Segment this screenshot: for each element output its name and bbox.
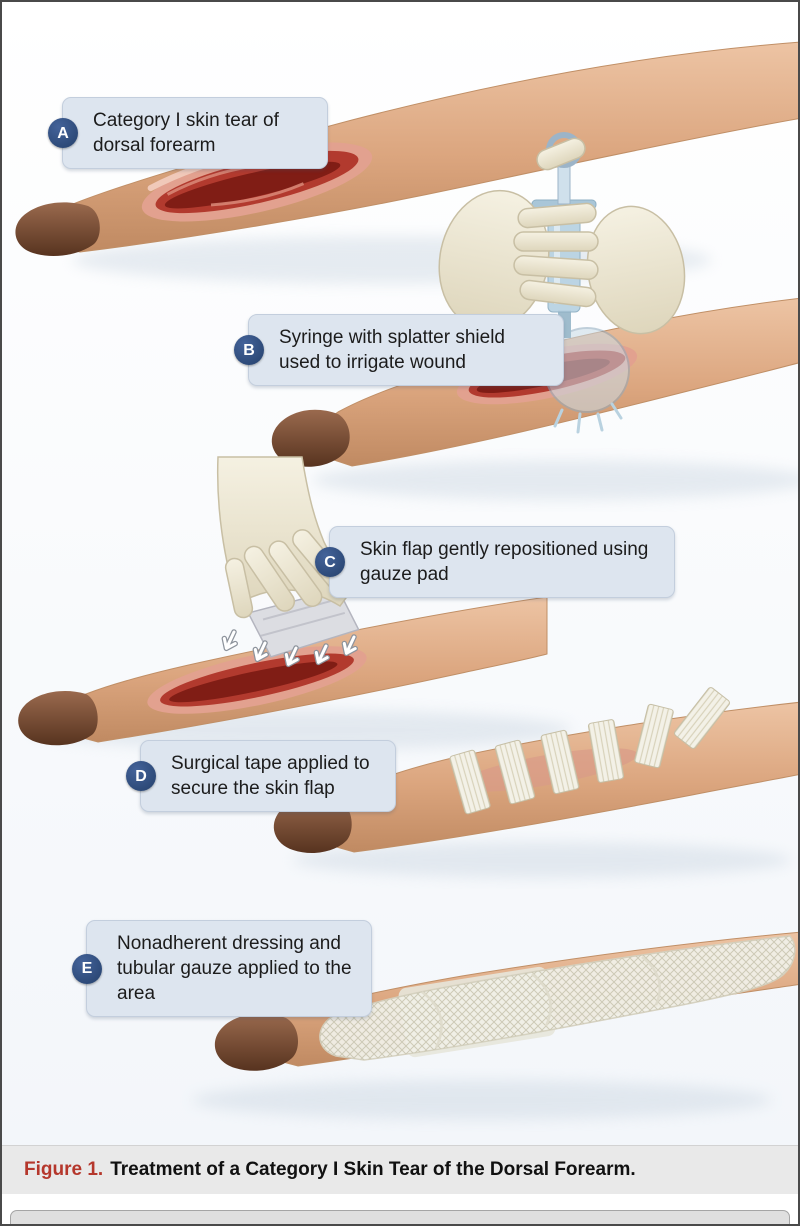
surgical-tape-strips [449, 687, 731, 815]
wound-c [147, 646, 367, 714]
panel-e-illustration [192, 931, 798, 1120]
panel-badge-e: E [72, 953, 102, 984]
irrigation-drips [553, 402, 623, 434]
callout-label-b: Syringe with splatter shield used to irr… [279, 327, 505, 374]
hand-a [15, 202, 100, 257]
callout-label-e: Nonadherent dressing and tubular gauze a… [117, 933, 352, 1005]
panel-badge-b: B [234, 335, 264, 366]
callout-label-d: Surgical tape applied to secure the skin… [171, 753, 370, 800]
wound-d [456, 748, 638, 792]
panel-badge-c: C [315, 547, 345, 578]
hand-c [18, 691, 98, 746]
figure-caption: Figure 1. Treatment of a Category I Skin… [2, 1145, 798, 1194]
panel-c-illustration [18, 456, 572, 750]
callout-panel-b: B Syringe with splatter shield used to i… [234, 314, 564, 387]
tubular-gauze-sleeve [319, 935, 796, 1061]
next-section-edge [10, 1210, 790, 1224]
medical-illustration [2, 2, 798, 1152]
panel-badge-a: A [48, 118, 78, 149]
panel-d-illustration [273, 687, 798, 878]
callout-panel-e: E Nonadherent dressing and tubular gauze… [72, 920, 372, 1018]
panel-badge-d: D [126, 761, 156, 792]
callout-panel-a: A Category I skin tear of dorsal forearm [48, 97, 328, 170]
callout-panel-d: D Surgical tape applied to secure the sk… [126, 740, 396, 813]
callout-panel-c: C Skin flap gently repositioned using ga… [315, 526, 675, 599]
figure-caption-label: Figure 1. [24, 1159, 104, 1180]
gloved-hands [438, 137, 686, 335]
hand-b [271, 409, 350, 467]
hand-e [214, 1013, 299, 1071]
callout-label-c: Skin flap gently repositioned using gauz… [360, 539, 649, 586]
figure-caption-text: Treatment of a Category I Skin Tear of t… [110, 1159, 636, 1180]
callout-label-a: Category I skin tear of dorsal forearm [93, 110, 279, 157]
reposition-arrows [221, 629, 358, 668]
